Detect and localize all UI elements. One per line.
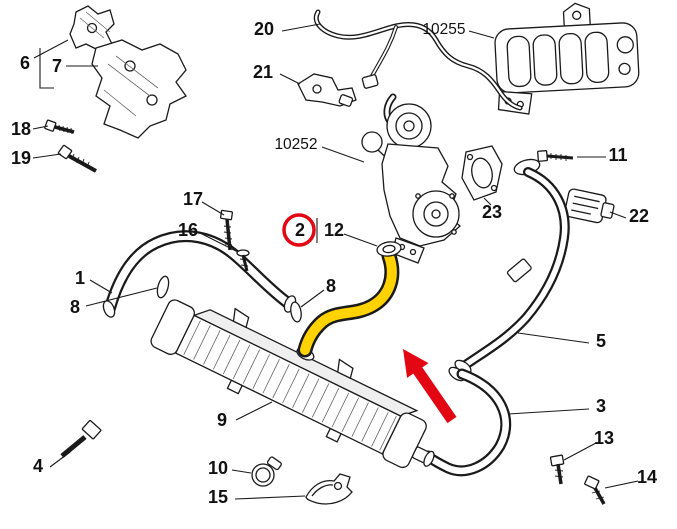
callout-7: 7 <box>52 56 62 76</box>
clamp-8-right <box>290 301 302 323</box>
clamp-8-left <box>156 275 170 299</box>
leader-10255 <box>468 30 495 39</box>
leader-8-right <box>300 289 325 308</box>
bolt-13 <box>549 454 565 485</box>
leader-13 <box>563 442 597 461</box>
turbocharger <box>361 93 462 264</box>
callout-15: 15 <box>208 487 228 507</box>
callout-8-right: 8 <box>326 276 336 296</box>
hose-1 <box>102 230 297 318</box>
leader-3 <box>507 408 590 415</box>
intercooler <box>150 299 435 469</box>
callout-9: 9 <box>217 410 227 430</box>
leader-16 <box>197 231 239 253</box>
callout-3: 3 <box>596 396 606 416</box>
leader-10252 <box>321 146 365 163</box>
part-number-turbo: 10252 <box>274 136 317 153</box>
intake-manifold <box>494 2 640 115</box>
leader-6 <box>33 39 69 59</box>
gasket-23 <box>461 145 503 201</box>
callout-12: 12 <box>324 220 344 240</box>
leader-lines <box>32 23 639 500</box>
callout-20: 20 <box>254 19 274 39</box>
bolt-17 <box>219 209 234 251</box>
leader-12 <box>343 233 378 247</box>
callout-6: 6 <box>20 53 30 73</box>
leader-8-left <box>85 287 158 307</box>
leader-1 <box>89 279 113 294</box>
leader-10 <box>231 469 252 474</box>
leader-19 <box>32 153 62 159</box>
hose-3 <box>422 368 512 477</box>
clamp-10 <box>251 456 282 487</box>
sensor-22 <box>564 188 615 224</box>
leader-15 <box>234 495 306 500</box>
leader-22 <box>609 211 627 219</box>
leader-14 <box>604 480 639 489</box>
support-clip-15 <box>305 473 353 505</box>
leader-9 <box>235 401 273 421</box>
bolt-18 <box>44 119 75 135</box>
hose-2-body <box>300 251 397 355</box>
callout-17: 17 <box>183 189 203 209</box>
callout-22: 22 <box>629 206 649 226</box>
pipe-5 <box>448 158 570 382</box>
vacuum-pipe-20 <box>313 9 523 111</box>
callout-5: 5 <box>596 331 606 351</box>
callout-10: 10 <box>208 458 228 478</box>
callout-labels: 6 7 18 19 17 16 1 8 4 20 21 2 12 8 9 10 … <box>11 19 657 507</box>
leader-18 <box>32 125 49 130</box>
callout-19: 19 <box>11 148 31 168</box>
bolt-4 <box>60 419 102 458</box>
callout-1: 1 <box>75 268 85 288</box>
leader-23 <box>483 197 492 206</box>
leader-4 <box>49 451 71 468</box>
callout-18: 18 <box>11 119 31 139</box>
coupling-12 <box>376 241 402 257</box>
bracket-21 <box>297 73 357 107</box>
leader-21 <box>279 73 301 85</box>
heat-shield-bracket-lower <box>91 39 187 139</box>
stud-16 <box>236 249 250 272</box>
callout-21: 21 <box>253 62 273 82</box>
callout-4: 4 <box>33 456 43 476</box>
hose-2-highlighted <box>297 248 400 358</box>
callout-2: 2 <box>295 220 305 240</box>
callout-16: 16 <box>178 220 198 240</box>
bolt-19 <box>57 144 97 173</box>
leader-20 <box>281 23 321 32</box>
bolt-14 <box>584 475 606 505</box>
stud-11 <box>537 150 574 162</box>
heat-shield-bracket-upper <box>69 5 115 51</box>
highlight-circle <box>282 213 316 247</box>
callout-14: 14 <box>637 467 657 487</box>
callout-8-left: 8 <box>70 297 80 317</box>
callout-11: 11 <box>608 145 627 165</box>
highlight-arrow <box>403 349 457 424</box>
leader-6-7-bracket <box>39 48 54 89</box>
leader-17 <box>201 201 225 216</box>
leader-5 <box>517 332 590 344</box>
callout-23: 23 <box>482 202 502 222</box>
part-number-manifold: 10255 <box>422 21 465 38</box>
callout-13: 13 <box>594 428 614 448</box>
